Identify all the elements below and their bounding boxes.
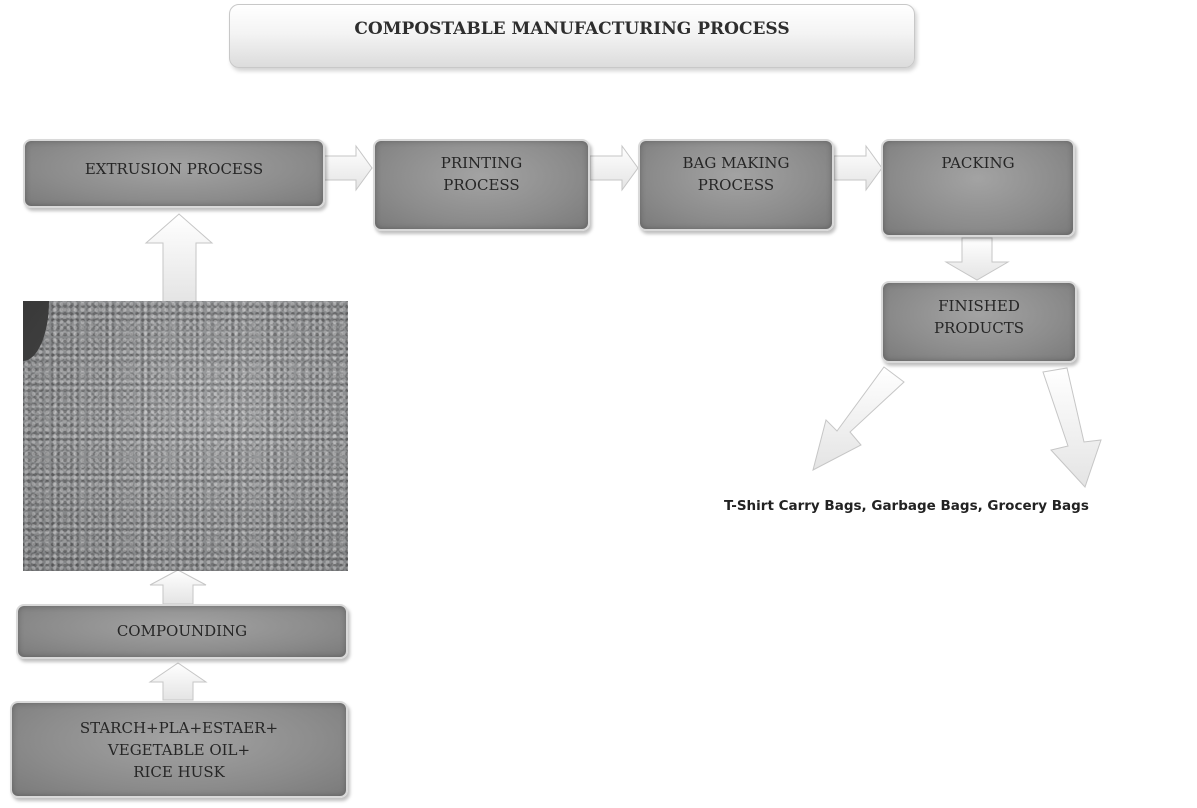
arrow-photo-to-extrusion: [144, 213, 214, 303]
arrow-extrusion-to-printing: [323, 144, 373, 192]
arrow-bagmaking-to-packing: [833, 144, 883, 192]
title-box: COMPOSTABLE MANUFACTURING PROCESS: [229, 4, 915, 68]
granules-photo: [23, 301, 348, 571]
step-compounding: COMPOUNDING: [16, 604, 348, 659]
step-printing-line-2: PROCESS: [443, 176, 520, 194]
step-finished-line-1: FINISHED: [938, 297, 1020, 315]
arrow-printing-to-bagmaking: [589, 144, 639, 192]
step-compounding-line-1: COMPOUNDING: [116, 622, 248, 640]
step-bag-making: BAG MAKING PROCESS: [638, 139, 834, 231]
step-packing: PACKING: [881, 139, 1075, 237]
step-printing: PRINTING PROCESS: [373, 139, 590, 231]
arrow-raw-to-compounding: [148, 662, 208, 701]
photo-shade: [23, 301, 348, 571]
step-bag-making-line-2: PROCESS: [697, 176, 775, 194]
step-raw-materials: STARCH+PLA+ESTAER+ VEGETABLE OIL+ RICE H…: [10, 701, 348, 798]
arrow-packing-to-finished: [944, 237, 1010, 281]
step-extrusion-line-1: EXTRUSION PROCESS: [84, 160, 264, 178]
products-label: T-Shirt Carry Bags, Garbage Bags, Grocer…: [724, 498, 1089, 514]
arrow-finished-to-right: [1042, 367, 1102, 488]
step-packing-line-1: PACKING: [941, 154, 1015, 172]
step-extrusion: EXTRUSION PROCESS: [23, 139, 325, 208]
step-bag-making-line-1: BAG MAKING: [682, 154, 790, 172]
step-finished-line-2: PRODUCTS: [933, 319, 1025, 337]
step-raw-line-1: STARCH+PLA+ESTAER+: [79, 719, 279, 737]
step-raw-line-3: RICE HUSK: [133, 763, 225, 781]
step-raw-line-2: VEGETABLE OIL+: [107, 741, 251, 759]
step-finished-products: FINISHED PRODUCTS: [881, 281, 1077, 363]
arrow-finished-to-left: [812, 366, 905, 471]
diagram-title: COMPOSTABLE MANUFACTURING PROCESS: [354, 19, 790, 39]
arrow-compounding-to-photo: [149, 569, 207, 605]
step-printing-line-1: PRINTING: [440, 154, 523, 172]
